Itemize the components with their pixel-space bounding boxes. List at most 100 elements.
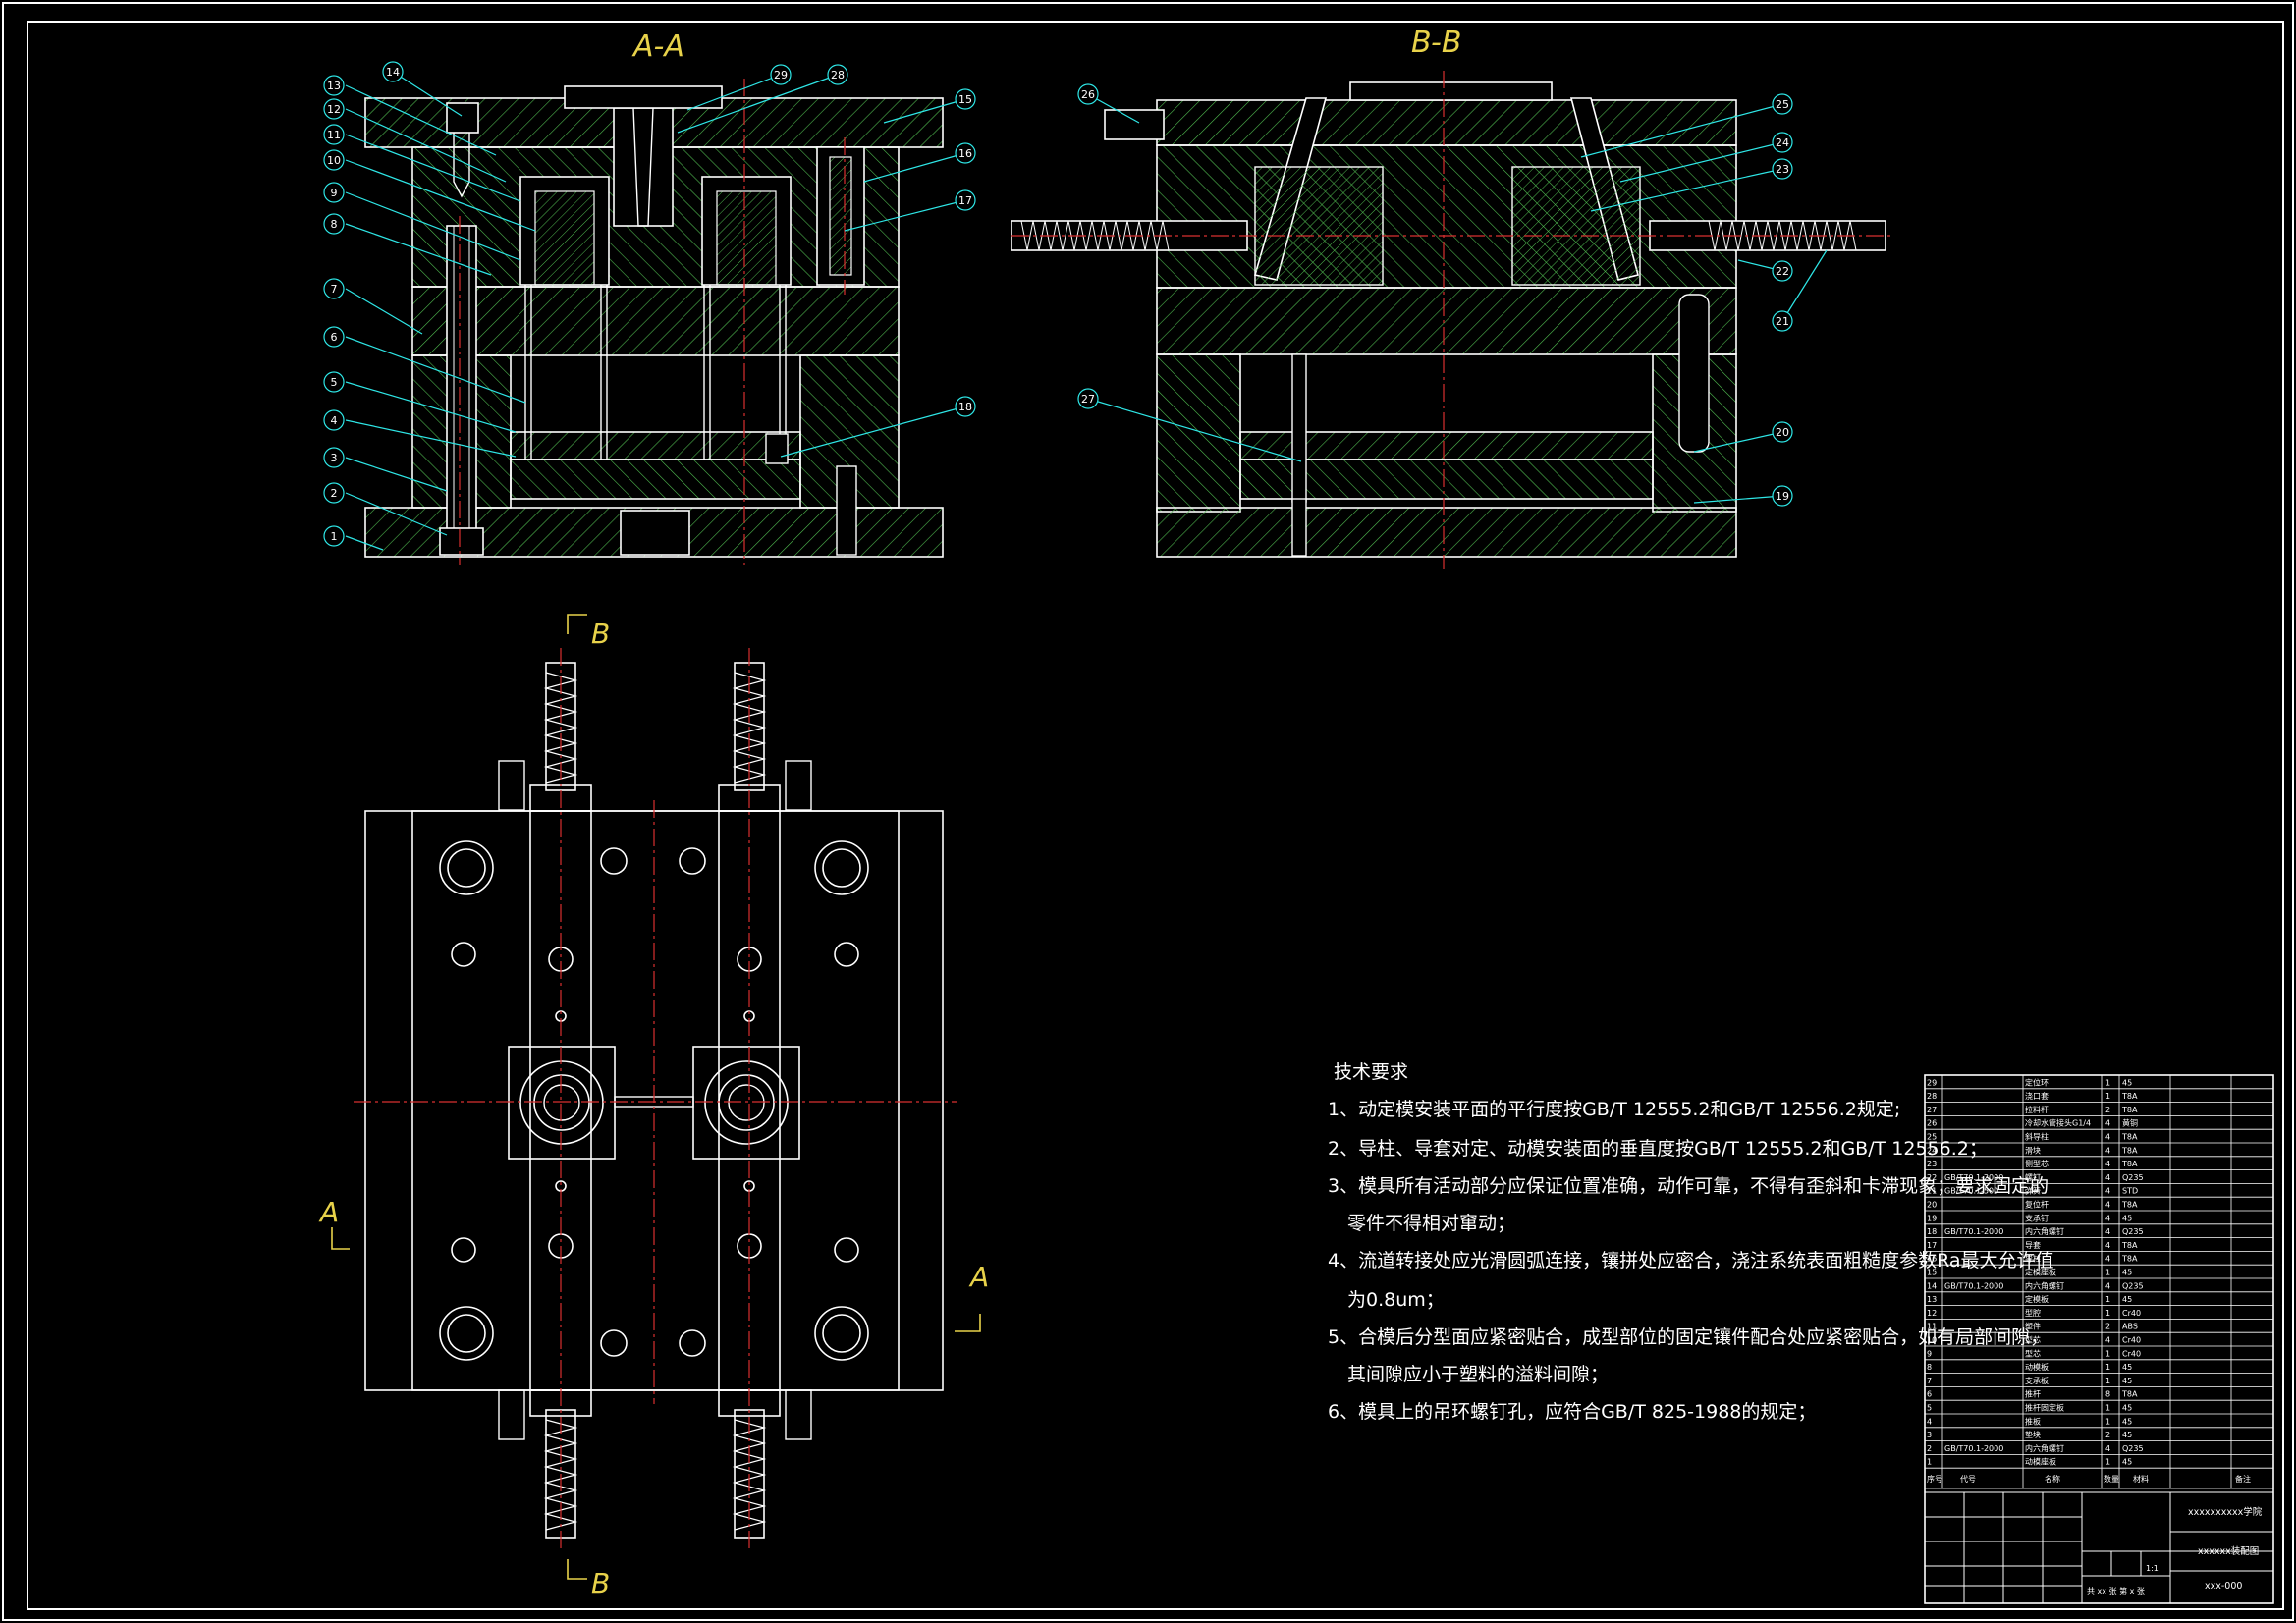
callout-number: 15 xyxy=(958,93,972,106)
bom-cell-qty: 4 xyxy=(2105,1336,2110,1345)
bom-cell-mat: Q235 xyxy=(2122,1227,2144,1236)
bom-cell-mat: T8A xyxy=(2121,1133,2138,1142)
bom-cell-name: 推板 xyxy=(2025,1416,2041,1426)
callout-circle xyxy=(1772,158,1793,180)
callout-number: 14 xyxy=(386,66,400,79)
bom-header-qty: 数量 xyxy=(2104,1474,2119,1484)
bom-cell-qty: 2 xyxy=(2105,1106,2110,1114)
title-sheet: 共 xx 张 第 x 张 xyxy=(2087,1586,2145,1596)
title-drawing-name: xxxxxx装配图 xyxy=(2198,1545,2259,1557)
callout-number: 16 xyxy=(958,147,972,160)
bom-cell-name: 垫块 xyxy=(2025,1430,2041,1439)
bom-cell-qty: 1 xyxy=(2105,1078,2110,1087)
plan-marker-a-right: A xyxy=(968,1261,989,1293)
top-bolt xyxy=(446,102,479,134)
callout-circle xyxy=(323,371,345,393)
bom-cell-qty: 4 xyxy=(2105,1241,2110,1250)
bb-bottom-clamp-plate xyxy=(1156,507,1737,558)
bom-cell-qty: 1 xyxy=(2105,1417,2110,1426)
callout-circle xyxy=(1772,485,1793,507)
section-marker-a-left xyxy=(331,1227,350,1250)
bom-cell-mat: ABS xyxy=(2122,1323,2138,1331)
bom-cell-name: 内六角螺钉 xyxy=(2025,1443,2064,1453)
bom-cell-mat: T8A xyxy=(2121,1146,2138,1155)
bom-cell-name: 拉料杆 xyxy=(2025,1105,2049,1114)
bom-cell-mat: 45 xyxy=(2122,1404,2132,1413)
bom-cell-qty: 4 xyxy=(2105,1187,2110,1196)
bom-cell-name: 导套 xyxy=(2025,1240,2041,1250)
bom-cell-qty: 4 xyxy=(2105,1146,2110,1155)
bom-cell-no: 23 xyxy=(1927,1160,1937,1168)
callout-number: 29 xyxy=(774,69,788,81)
bom-header-no: 序号 xyxy=(1927,1474,1942,1484)
ejector-pins xyxy=(524,285,787,460)
tech-heading: 技术要求 xyxy=(1334,1061,1408,1083)
bom-cell-no: 20 xyxy=(1927,1201,1937,1210)
bom-cell-name: 动模板 xyxy=(2025,1362,2049,1372)
bom-cell-qty: 4 xyxy=(2105,1444,2110,1453)
callout-circle xyxy=(770,64,792,85)
section-marker-b-bottom xyxy=(567,1559,587,1580)
bom-cell-mat: 45 xyxy=(2122,1377,2132,1385)
callout-circle xyxy=(1772,260,1793,282)
bom-cell-qty: 8 xyxy=(2105,1390,2110,1399)
b-plate xyxy=(411,286,900,356)
tech-item: 零件不得相对窜动； xyxy=(1347,1213,1515,1234)
bom-cell-no: 24 xyxy=(1927,1146,1937,1155)
bom-cell-name: 复位杆 xyxy=(2025,1200,2049,1210)
bom-cell-name: 支承钉 xyxy=(2025,1213,2049,1222)
bom-cell-name: 侧型芯 xyxy=(2025,1159,2049,1168)
callout-circle xyxy=(323,482,345,504)
tech-item: 3、模具所有活动部分应保证位置准确，动作可靠，不得有歪斜和卡滞现象；要求固定的 xyxy=(1328,1175,2049,1197)
bom-cell-qty: 4 xyxy=(2105,1201,2110,1210)
callout-circle xyxy=(323,409,345,431)
bom-cell-name: 支承板 xyxy=(2025,1376,2049,1385)
bom-cell-qty: 4 xyxy=(2105,1173,2110,1182)
bom-cell-no: 21 xyxy=(1927,1187,1937,1196)
sprue-bushing xyxy=(613,107,674,227)
bom-cell-no: 14 xyxy=(1927,1281,1937,1290)
bom-cell-no: 22 xyxy=(1927,1173,1937,1182)
bom-cell-name: 斜导柱 xyxy=(2025,1132,2049,1142)
callout-number: 25 xyxy=(1776,98,1789,111)
bom-cell-no: 28 xyxy=(1927,1092,1937,1101)
callout-circle xyxy=(955,88,976,110)
bom-cell-mat: T8A xyxy=(2121,1255,2138,1264)
callout-number: 27 xyxy=(1081,393,1095,406)
callout-circle xyxy=(323,98,345,120)
callout-circle xyxy=(827,64,848,85)
locating-ring xyxy=(564,85,723,109)
bom-cell-qty: 1 xyxy=(2105,1458,2110,1467)
title-school: xxxxxxxxxx学院 xyxy=(2188,1506,2263,1518)
bom-cell-mat: T8A xyxy=(2121,1390,2138,1399)
plan-marker-b-top: B xyxy=(591,618,610,650)
bom-cell-qty: 4 xyxy=(2105,1281,2110,1290)
bb-b-plate xyxy=(1156,287,1737,355)
tech-item: 4、流道转接处应光滑圆弧连接，镶拼处应密合，浇注系统表面粗糙度参数Ra最大允许值 xyxy=(1328,1250,2054,1271)
plan-marker-a-left: A xyxy=(318,1196,339,1228)
bom-header-mat: 材料 xyxy=(2133,1474,2149,1484)
bom-cell-name: 推杆固定板 xyxy=(2025,1403,2064,1413)
section-marker-a-right xyxy=(955,1314,981,1332)
callout-number: 23 xyxy=(1776,163,1789,176)
bom-cell-qty: 4 xyxy=(2105,1160,2110,1168)
inner-frame xyxy=(27,21,2284,1610)
bom-cell-mat: 45 xyxy=(2122,1363,2132,1372)
long-bolt xyxy=(446,225,477,551)
bom-cell-qty: 4 xyxy=(2105,1255,2110,1264)
bom-cell-qty: 1 xyxy=(2105,1363,2110,1372)
